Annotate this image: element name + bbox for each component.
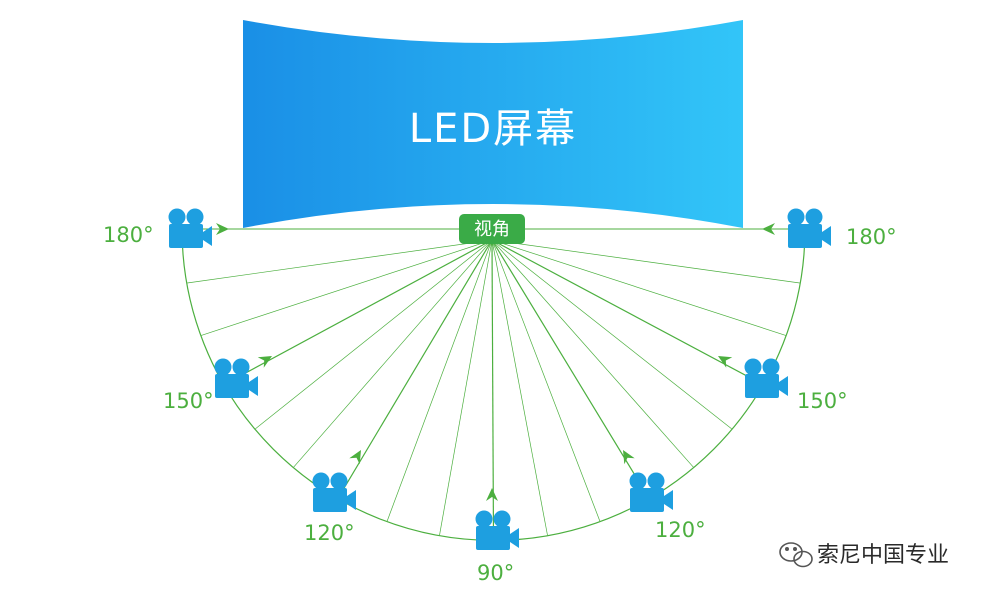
radial-lines — [187, 239, 800, 541]
video-camera-icon — [629, 472, 673, 512]
video-camera-icon — [168, 208, 212, 248]
angle-label-right-120: 120° — [655, 518, 706, 542]
screen-title: LED屏幕 — [409, 106, 577, 152]
arrowhead-icon — [623, 450, 635, 465]
angle-label-bottom-90: 90° — [477, 561, 514, 585]
arrowhead-icon — [718, 356, 733, 368]
radial-line — [491, 239, 764, 386]
radial-line — [491, 239, 601, 522]
radial-line — [491, 239, 786, 336]
radial-line — [491, 239, 650, 499]
view-angle-badge: 视角 — [459, 214, 525, 244]
arrowhead-icon — [216, 223, 229, 235]
radial-line — [293, 239, 493, 468]
arrowhead-icon — [486, 488, 498, 501]
arrowhead-icon — [349, 450, 361, 465]
arrowhead-icon — [257, 356, 272, 368]
radial-line — [491, 239, 732, 430]
watermark-text: 索尼中国专业 — [817, 543, 949, 568]
radial-line — [491, 239, 694, 468]
radial-line — [491, 239, 800, 284]
radial-line — [386, 239, 493, 522]
watermark: 索尼中国专业 — [779, 542, 949, 568]
radial-line — [201, 239, 493, 336]
radial-line — [439, 239, 493, 536]
direction-arrows — [216, 223, 775, 501]
angle-label-left-120: 120° — [304, 521, 355, 545]
angle-label-left-150: 150° — [163, 389, 214, 413]
radial-line — [255, 239, 493, 430]
radial-line — [491, 239, 548, 536]
video-camera-icon — [787, 208, 831, 248]
video-camera-icon — [475, 510, 519, 550]
radial-line — [491, 239, 495, 541]
angle-label-left-180: 180° — [103, 223, 154, 247]
arrowhead-icon — [762, 223, 775, 235]
video-camera-icon — [214, 358, 258, 398]
radial-line — [187, 239, 493, 284]
badge-label: 视角 — [474, 219, 510, 240]
radial-line — [337, 239, 493, 499]
angle-label-right-180: 180° — [846, 225, 897, 249]
wechat-icon — [779, 542, 813, 568]
video-camera-icon — [744, 358, 788, 398]
angle-label-right-150: 150° — [797, 389, 848, 413]
led-screen — [243, 20, 743, 228]
